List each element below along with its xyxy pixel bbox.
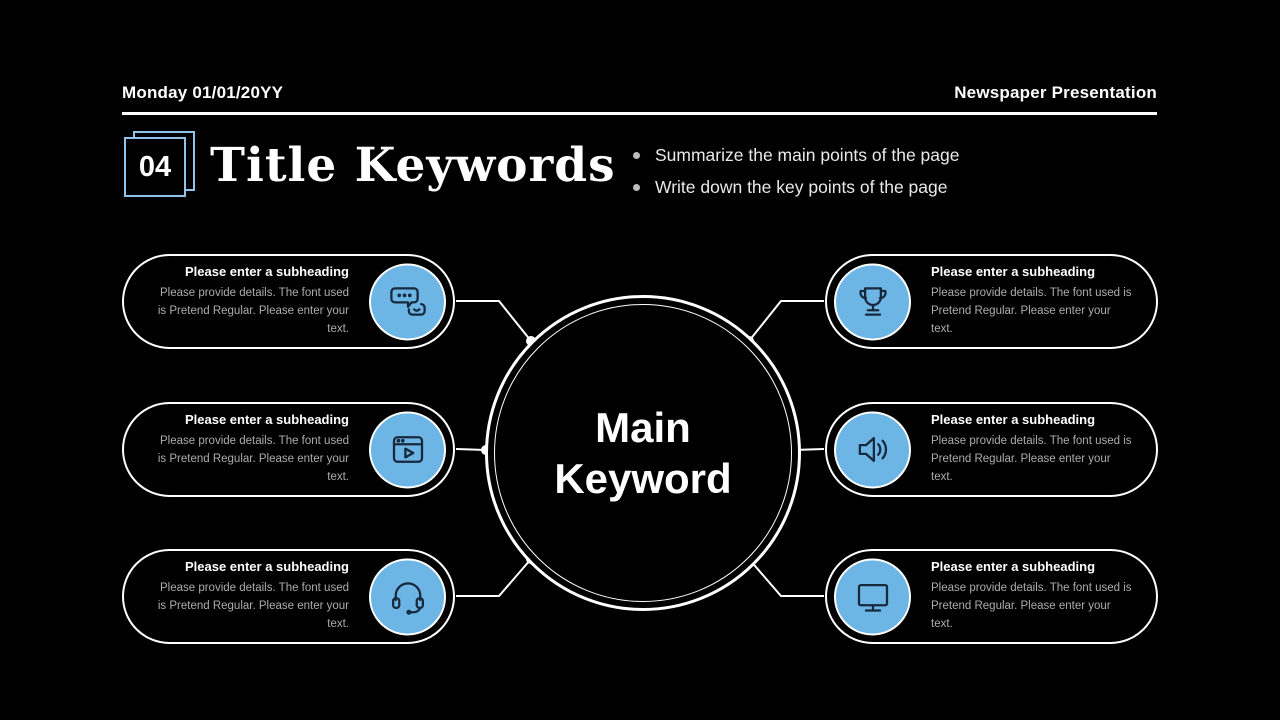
card-body: Please provide details. The font used is… (931, 435, 1132, 483)
bullet-text: Summarize the main points of the page (655, 145, 960, 165)
card-heading: Please enter a subheading (184, 264, 349, 280)
card-body: Please provide details. The font used is… (931, 582, 1132, 630)
trophy-icon (834, 263, 911, 340)
headset-icon (369, 558, 446, 635)
header-date: Monday 01/01/20YY (122, 83, 284, 102)
video-player-icon (369, 411, 446, 488)
bullet-text: Write down the key points of the page (655, 177, 948, 197)
bullet-item: Summarize the main points of the page (633, 145, 959, 166)
main-keyword-line1: Main (595, 403, 691, 451)
header-bar: Monday 01/01/20YY Newspaper Presentation (122, 83, 1157, 115)
chat-icon (369, 263, 446, 340)
monitor-icon (834, 558, 911, 635)
card-heading: Please enter a subheading (931, 559, 1096, 575)
section-number: 04 (124, 137, 186, 197)
card-heading: Please enter a subheading (931, 264, 1096, 280)
card-heading: Please enter a subheading (184, 412, 349, 428)
card-heading: Please enter a subheading (931, 412, 1096, 428)
main-keyword-circle: Main Keyword (485, 295, 801, 611)
subheading-card: Please enter a subheading Please provide… (122, 402, 455, 497)
subheading-card: Please enter a subheading Please provide… (825, 254, 1158, 349)
subheading-card: Please enter a subheading Please provide… (825, 402, 1158, 497)
bullet-dot-icon (633, 152, 640, 159)
card-body: Please provide details. The font used is… (157, 435, 349, 483)
subheading-card: Please enter a subheading Please provide… (825, 549, 1158, 644)
header-presentation-title: Newspaper Presentation (954, 83, 1157, 102)
card-body: Please provide details. The font used is… (931, 287, 1132, 335)
subheading-card: Please enter a subheading Please provide… (122, 549, 455, 644)
card-body: Please provide details. The font used is… (157, 582, 349, 630)
summary-bullets: Summarize the main points of the page Wr… (633, 145, 959, 209)
bullet-item: Write down the key points of the page (633, 177, 959, 198)
bullet-dot-icon (633, 184, 640, 191)
card-heading: Please enter a subheading (184, 559, 349, 575)
main-keyword-text: Main Keyword (554, 402, 731, 504)
speaker-icon (834, 411, 911, 488)
section-number-badge: 04 (124, 131, 195, 199)
card-body: Please provide details. The font used is… (157, 287, 349, 335)
page-title: Title Keywords (210, 138, 616, 193)
subheading-card: Please enter a subheading Please provide… (122, 254, 455, 349)
main-keyword-line2: Keyword (554, 455, 732, 502)
